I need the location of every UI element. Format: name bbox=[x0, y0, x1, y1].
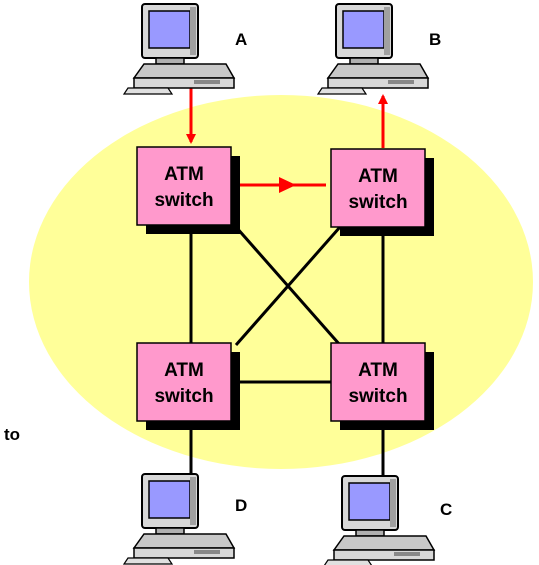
computer-icon bbox=[123, 473, 235, 565]
host-label: A bbox=[235, 30, 247, 49]
switch-label-line1: ATM bbox=[164, 164, 204, 185]
host-B: B bbox=[317, 3, 441, 95]
side-text: to bbox=[4, 425, 20, 444]
switch-label-line2: switch bbox=[154, 190, 213, 211]
atm-switch-bottom-right: ATM switch bbox=[330, 342, 434, 430]
computer-icon bbox=[323, 475, 435, 565]
host-label: B bbox=[429, 30, 441, 49]
path-arrowhead-mid bbox=[279, 177, 296, 193]
switch-label-line1: ATM bbox=[358, 360, 398, 381]
switch-label-line1: ATM bbox=[358, 166, 398, 187]
atm-switch-top-right: ATM switch bbox=[330, 148, 434, 236]
switch-label-line2: switch bbox=[348, 192, 407, 213]
atm-switch-bottom-left: ATM switch bbox=[136, 342, 240, 430]
host-A: A bbox=[123, 3, 247, 95]
computer-icon bbox=[317, 3, 429, 95]
host-C: C bbox=[323, 475, 452, 565]
network-cloud bbox=[29, 95, 533, 469]
switch-label-line2: switch bbox=[154, 386, 213, 407]
host-label: D bbox=[235, 496, 247, 515]
atm-switch-top-left: ATM switch bbox=[136, 146, 240, 234]
switch-label-line2: switch bbox=[348, 386, 407, 407]
switch-label-line1: ATM bbox=[164, 360, 204, 381]
computer-icon bbox=[123, 3, 235, 95]
host-D: D bbox=[123, 473, 247, 565]
host-label: C bbox=[440, 500, 452, 519]
link-tr-bl bbox=[234, 226, 342, 346]
